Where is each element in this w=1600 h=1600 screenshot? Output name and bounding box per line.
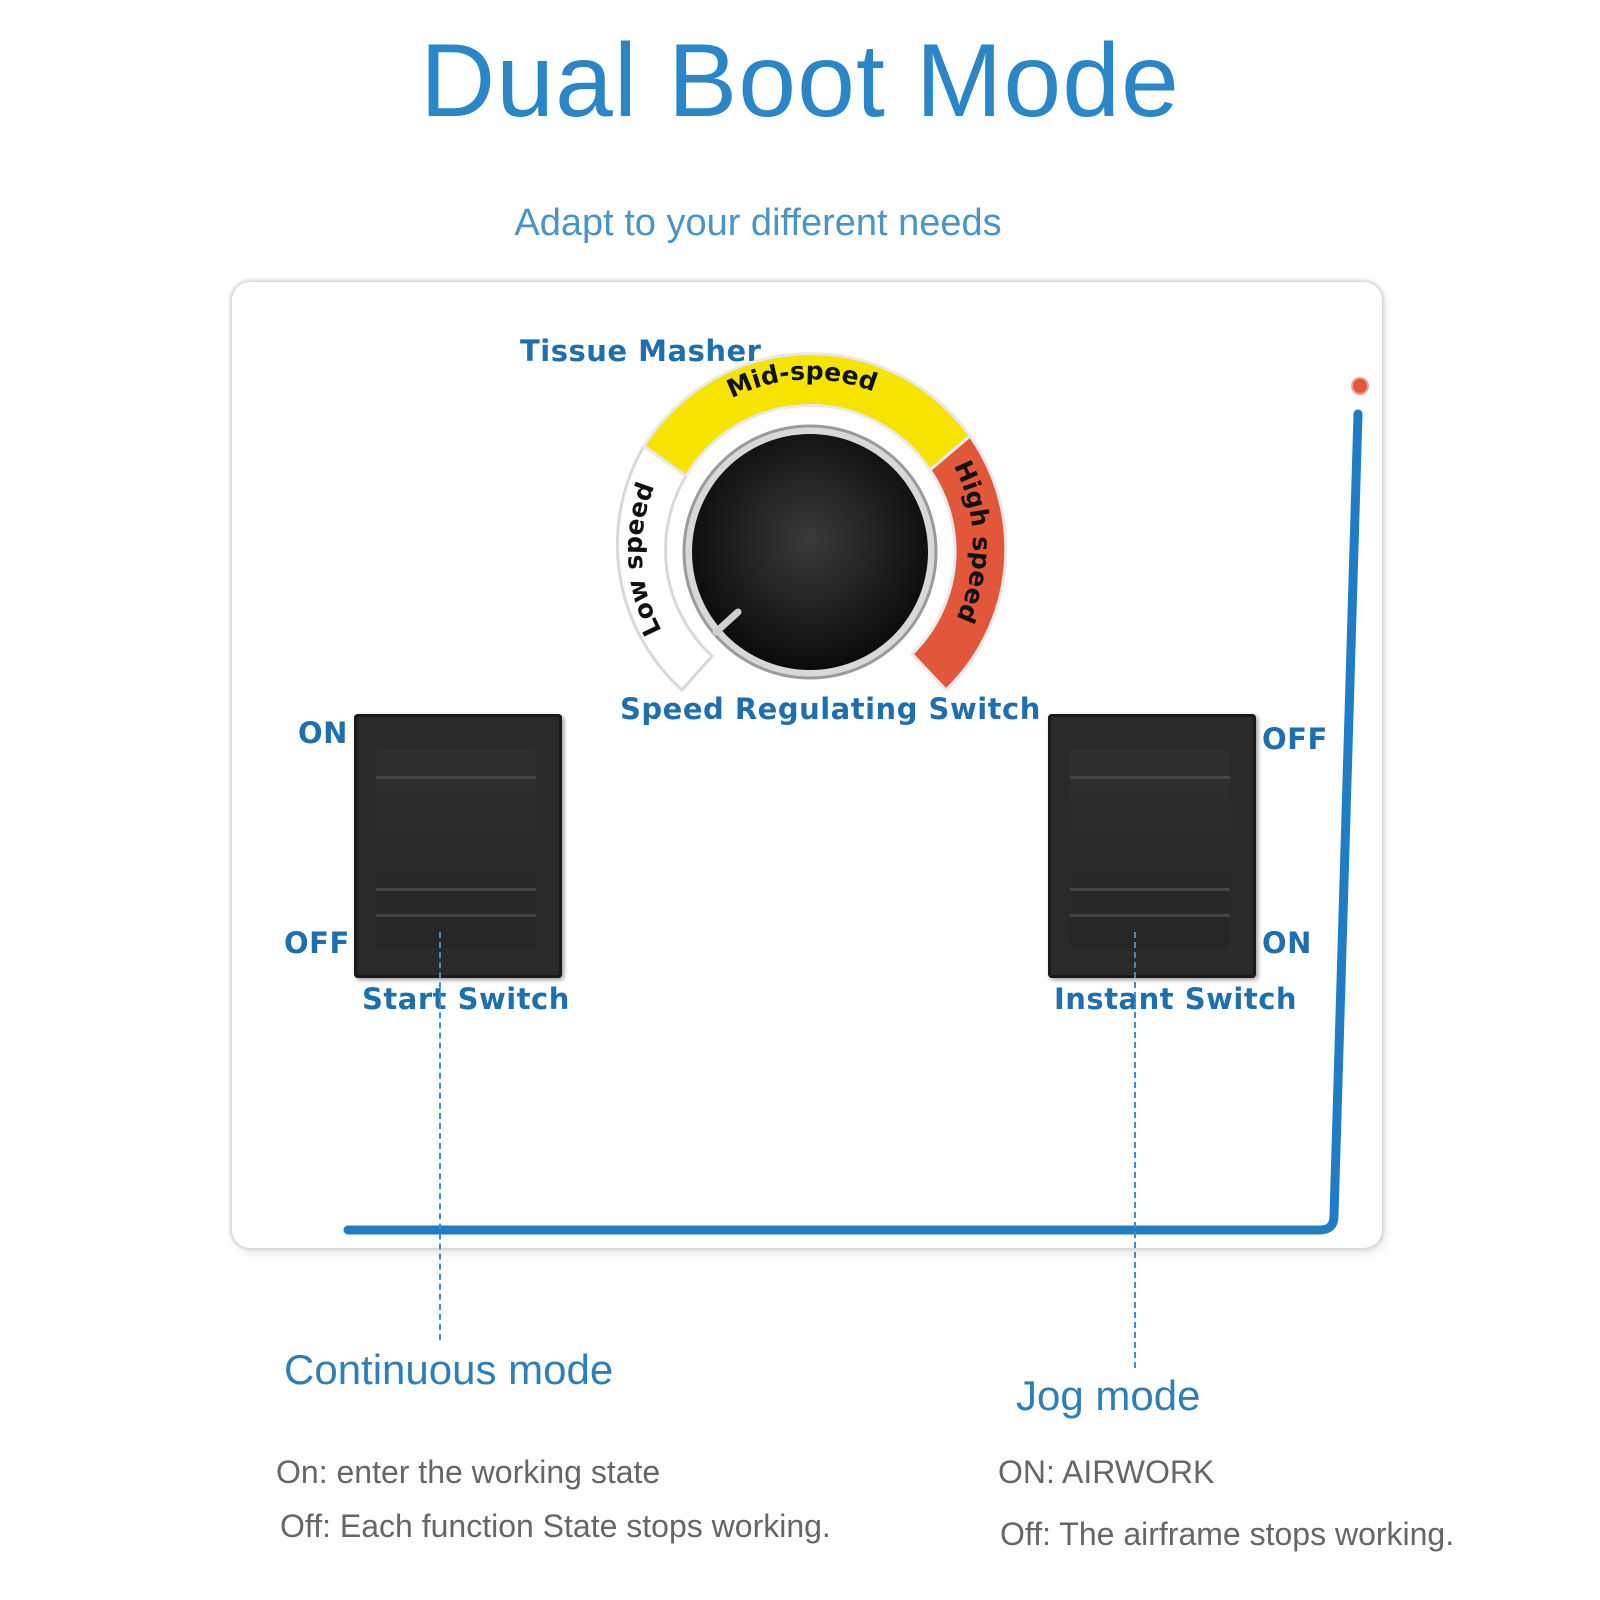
- start-switch-leader-line: [439, 932, 441, 1340]
- instant-switch-leader-line: [1134, 932, 1136, 1368]
- instant-switch-rocker: [1070, 750, 1230, 948]
- blue-frame-line: [343, 409, 1363, 1235]
- jog-mode-title: Jog mode: [1016, 1372, 1201, 1419]
- start-switch-bottom-state: OFF: [284, 926, 350, 960]
- main-title: Dual Boot Mode: [420, 23, 1180, 139]
- start-switch-top-state: ON: [298, 716, 348, 750]
- dial-label: Speed Regulating Switch: [620, 692, 1041, 726]
- jog-mode-on-text: ON: AIRWORK: [998, 1454, 1215, 1490]
- start-switch-rocker: [376, 750, 536, 948]
- continuous-mode-off-text: Off: Each function State stops working.: [280, 1508, 831, 1544]
- start-switch-label: Start Switch: [362, 982, 570, 1016]
- instant-switch-top-state: OFF: [1262, 722, 1328, 756]
- speed-knob[interactable]: [692, 434, 928, 670]
- continuous-mode-title: Continuous mode: [284, 1346, 614, 1393]
- subtitle: Adapt to your different needs: [514, 202, 1002, 244]
- start-switch[interactable]: [354, 714, 562, 978]
- instant-switch-label: Instant Switch: [1054, 982, 1298, 1016]
- device-name: Tissue Masher: [520, 334, 762, 368]
- indicator-light: [1351, 377, 1369, 395]
- speed-dial: Low speed Mid-speed High speed: [615, 352, 1008, 693]
- high-speed-segment: [909, 433, 1008, 693]
- instant-switch[interactable]: [1048, 714, 1256, 978]
- instant-switch-bottom-state: ON: [1262, 926, 1312, 960]
- continuous-mode-on-text: On: enter the working state: [276, 1454, 661, 1490]
- jog-mode-off-text: Off: The airframe stops working.: [1000, 1516, 1455, 1552]
- knob-pointer: [712, 608, 742, 636]
